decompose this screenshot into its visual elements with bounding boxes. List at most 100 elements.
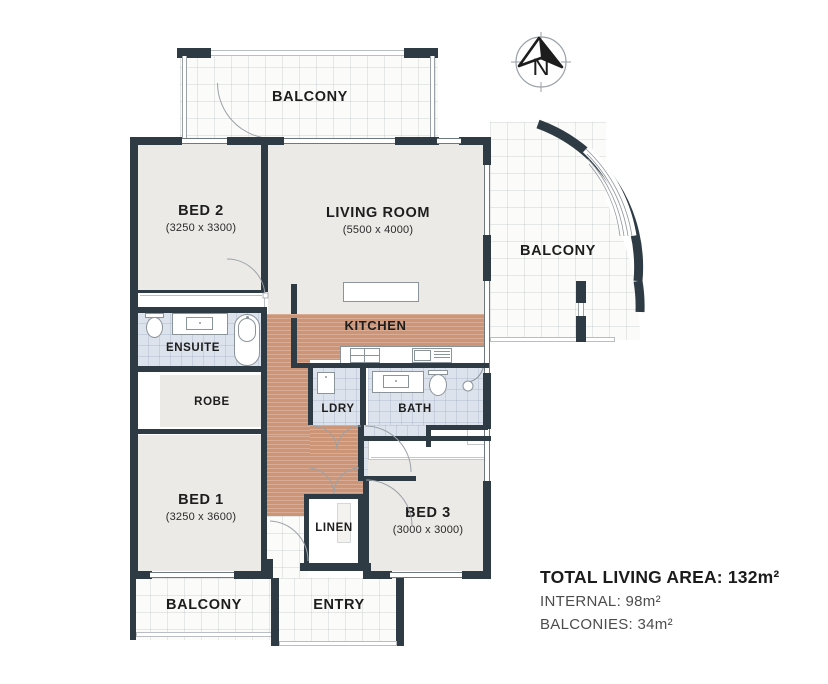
entry-threshold <box>279 641 397 646</box>
wall-bed3-left <box>363 478 369 573</box>
room-robe-inner <box>160 375 264 427</box>
wall-kitchen-bottom <box>297 363 489 368</box>
kitchen-sink-bowl <box>414 350 431 361</box>
room-dim-bed2: (3250 x 3300) <box>165 222 237 234</box>
toilet-ensuite <box>146 317 163 338</box>
bath-tub-ensuite-waste <box>246 316 249 319</box>
wall-exterior-bottom-2 <box>234 571 272 579</box>
wall-top-bed2-right <box>227 137 267 145</box>
toilet-ensuite-cistern <box>145 313 164 318</box>
bath-tub-ensuite-inner <box>238 318 256 342</box>
room-label-linen: LINEN <box>315 522 353 534</box>
balcony-right-curved-wall <box>536 119 645 313</box>
balcony-right-post-upper <box>576 281 586 303</box>
wall-kitchen-hall <box>291 318 297 368</box>
room-label-balcony-right: BALCONY <box>520 243 596 259</box>
wall-ensuite-right <box>261 307 267 372</box>
wall-ensuite-bottom <box>130 366 267 372</box>
wall-exterior-top-left <box>130 137 182 145</box>
wall-exterior-bottom-4 <box>300 563 370 571</box>
total-living-area-label: TOTAL LIVING AREA: 132m² <box>540 567 780 587</box>
door-swing-bath <box>364 425 412 473</box>
wall-bed1-right <box>261 434 267 571</box>
balcony-top-post-right <box>404 48 438 58</box>
room-label-kitchen: KITCHEN <box>344 318 407 333</box>
wall-top-living-seg3 <box>459 137 489 145</box>
internal-area-label: INTERNAL: 98m² <box>540 593 661 610</box>
room-dim-bed1: (3250 x 3600) <box>165 511 237 523</box>
wall-linen-left <box>304 494 309 566</box>
room-dim-living: (5500 x 4000) <box>342 224 414 236</box>
bed3-wardrobe-line <box>371 457 484 458</box>
wall-exterior-bottom-7 <box>462 571 491 579</box>
wall-bath-lower-left <box>358 425 364 480</box>
laundry-tub-waste <box>325 376 327 378</box>
room-balcony-top <box>180 50 438 140</box>
room-label-ensuite: ENSUITE <box>165 342 221 354</box>
wall-exterior-bottom-left <box>130 571 152 579</box>
room-label-bed2: BED 2 <box>178 203 224 219</box>
wall-bed2-living <box>261 144 268 292</box>
wall-robe-bed1 <box>137 429 265 434</box>
balconies-area-label: BALCONIES: 34m² <box>540 616 673 633</box>
wall-ensuite-top <box>130 307 267 313</box>
door-swing-ldry <box>312 425 362 451</box>
north-arrow-compass-icon: N <box>511 32 571 92</box>
linen-shelf <box>337 503 351 543</box>
room-label-entry: ENTRY <box>313 597 365 613</box>
balcony-right-edge-rail <box>578 288 584 342</box>
wall-top-living-seg1 <box>262 137 284 145</box>
room-label-bed1: BED 1 <box>178 492 224 508</box>
window-bed3-right <box>484 429 490 481</box>
kitchen-sink-drainer <box>434 351 450 360</box>
room-bed2 <box>137 144 265 292</box>
toilet-bath-cistern <box>428 370 448 375</box>
slider-bed2-balcony <box>182 138 227 144</box>
wall-exterior-left-3 <box>130 373 138 435</box>
balcony-top-rail <box>180 50 438 56</box>
door-swing-bed3 <box>365 479 413 527</box>
toilet-bath <box>429 374 447 396</box>
window-living-top <box>267 138 397 144</box>
wall-exterior-right-3 <box>483 373 491 429</box>
basin-ensuite-tap <box>199 322 201 324</box>
balcony-bottom-rail <box>136 632 272 637</box>
kitchen-island-bench <box>343 282 419 302</box>
window-living-right <box>484 165 490 235</box>
door-swing-bed2 <box>226 258 269 299</box>
room-label-robe: ROBE <box>194 396 230 408</box>
room-entry <box>277 578 401 646</box>
wall-ldry-left <box>308 367 313 425</box>
balcony-top-rail-right <box>430 56 435 138</box>
wall-entry-left <box>271 578 279 646</box>
wall-balcony-bottom-left <box>130 578 136 640</box>
wall-linen-top <box>304 494 363 499</box>
wall-exterior-left-4 <box>130 435 138 579</box>
kitchen-cooktop-cross-h <box>350 355 380 356</box>
bed2-wardrobe-line <box>140 295 262 296</box>
wall-bath-bottom <box>430 425 488 430</box>
wall-linen-right <box>358 494 363 566</box>
basin-bath-tap <box>395 380 397 382</box>
area-summary: TOTAL LIVING AREA: 132m² INTERNAL: 98m² … <box>540 565 810 636</box>
wall-exterior-right-2 <box>483 235 491 281</box>
door-swing-linen <box>308 467 360 495</box>
room-bed1 <box>137 435 265 571</box>
wall-bath-lower-bottom <box>358 476 416 481</box>
wall-bed2-bottom <box>137 290 265 293</box>
room-label-bath: BATH <box>398 403 432 415</box>
wall-bed3-top <box>363 436 491 441</box>
wall-exterior-right-4 <box>483 481 491 578</box>
balcony-top-post-left <box>177 48 211 58</box>
wall-living-hall-stub <box>291 284 297 314</box>
window-bed3-bottom <box>390 572 464 578</box>
room-balcony-bottom <box>133 578 275 640</box>
room-bed3 <box>368 440 487 571</box>
room-label-bed3: BED 3 <box>405 505 451 521</box>
compass-letter-n: N <box>532 54 549 81</box>
room-dim-bed3: (3000 x 3000) <box>392 524 464 536</box>
room-label-ldry: LDRY <box>321 403 355 415</box>
wall-exterior-right-1 <box>483 137 491 165</box>
window-living-top-2 <box>437 138 461 144</box>
